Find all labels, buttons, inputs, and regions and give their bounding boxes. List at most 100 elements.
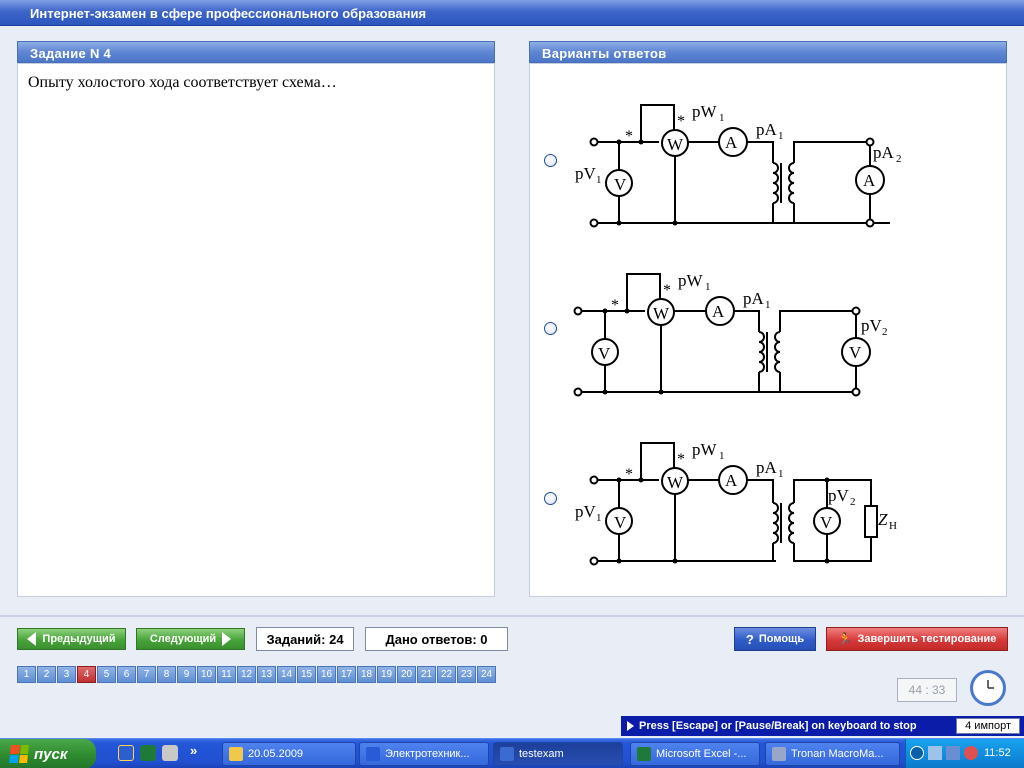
taskbar-item-macro[interactable]: Tronan MacroMa... [765, 742, 900, 766]
pager-page[interactable]: 10 [197, 666, 216, 683]
svg-text:2: 2 [850, 496, 856, 508]
voltmeter-symbol: V [614, 513, 627, 532]
svg-text:1: 1 [719, 112, 725, 124]
pager-page[interactable]: 13 [257, 666, 276, 683]
taskbar-item-word[interactable]: Электротехник... [359, 742, 489, 766]
label-pa1: pA [743, 289, 765, 308]
svg-text:1: 1 [778, 468, 784, 480]
answer-2-radio[interactable] [544, 322, 557, 335]
answer-2-circuit[interactable]: V W A V * * pW 1 pA 1 pV 2 [570, 264, 910, 404]
excel-icon [637, 747, 651, 761]
tray-media-icon[interactable] [928, 746, 942, 760]
clock-icon [970, 670, 1006, 706]
window-title-bar: Интернет-экзамен в сфере профессионально… [0, 0, 1024, 26]
label-pa2: pA [873, 143, 895, 162]
label-pv2: pV [828, 486, 850, 505]
pager-page[interactable]: 18 [357, 666, 376, 683]
pager-page[interactable]: 1 [17, 666, 36, 683]
system-tray: 11:52 [905, 739, 1024, 768]
next-button[interactable]: Следующий [136, 628, 245, 650]
pager-page[interactable]: 20 [397, 666, 416, 683]
pager-page[interactable]: 16 [317, 666, 336, 683]
pager-page[interactable]: 4 [77, 666, 96, 683]
label-pv1: pV [575, 502, 597, 521]
pager-page[interactable]: 19 [377, 666, 396, 683]
pager-page[interactable]: 12 [237, 666, 256, 683]
window-title: Интернет-экзамен в сфере профессионально… [30, 6, 427, 21]
svg-text:2: 2 [882, 326, 888, 338]
svg-text:1: 1 [596, 512, 602, 524]
timer-display: 44 : 33 [897, 678, 957, 702]
svg-text:1: 1 [778, 130, 784, 142]
help-button[interactable]: ? Помощь [734, 627, 816, 651]
quicklaunch-paint-icon[interactable] [162, 745, 178, 761]
arrow-left-icon [27, 632, 37, 646]
pager-page[interactable]: 21 [417, 666, 436, 683]
escape-badge: 4 импорт [956, 718, 1020, 734]
pager-page[interactable]: 8 [157, 666, 176, 683]
quicklaunch-ie-icon[interactable] [118, 745, 134, 761]
svg-text:2: 2 [896, 153, 902, 165]
bottom-divider [0, 615, 1024, 617]
tray-antivirus-icon[interactable] [964, 746, 978, 760]
pager-page[interactable]: 7 [137, 666, 156, 683]
taskbar-item-folder[interactable]: 20.05.2009 [222, 742, 356, 766]
pager-page[interactable]: 22 [437, 666, 456, 683]
pager-page[interactable]: 17 [337, 666, 356, 683]
answer-3-radio[interactable] [544, 492, 557, 505]
answer-1-circuit[interactable]: V W A A * * pW 1 pA 1 pV 1 pA 2 [570, 95, 910, 235]
label-pa1: pA [756, 458, 778, 477]
tray-network-icon[interactable] [946, 746, 960, 760]
pager-page[interactable]: 2 [37, 666, 56, 683]
task-panel-header: Задание N 4 [17, 41, 495, 63]
label-pa1: pA [756, 120, 778, 139]
wattmeter-symbol: W [653, 304, 670, 323]
ammeter-symbol: A [712, 302, 725, 321]
answers-panel-body [529, 63, 1007, 597]
pager-page[interactable]: 15 [297, 666, 316, 683]
taskbar-item-excel[interactable]: Microsoft Excel -... [630, 742, 760, 766]
voltmeter-symbol: V [614, 175, 627, 194]
start-button[interactable]: пуск [0, 739, 96, 768]
label-load-z: Z [878, 510, 888, 529]
answer-1-radio[interactable] [544, 154, 557, 167]
label-pw1: pW [692, 102, 718, 121]
taskbar-item-testexam[interactable]: testexam [493, 742, 623, 766]
pager-page[interactable]: 14 [277, 666, 296, 683]
wattmeter-symbol: W [667, 135, 684, 154]
pager-page[interactable]: 24 [477, 666, 496, 683]
ammeter-symbol: A [725, 471, 738, 490]
finish-button[interactable]: 🏃 Завершить тестирование [826, 627, 1008, 651]
ammeter-symbol: A [725, 133, 738, 152]
word-icon [366, 747, 380, 761]
quicklaunch-more-icon[interactable]: » [190, 743, 198, 758]
pager-page[interactable]: 9 [177, 666, 196, 683]
svg-text:*: * [625, 466, 633, 483]
help-button-label: Помощь [758, 633, 805, 645]
testexam-icon [500, 747, 514, 761]
escape-hint-bar: Press [Escape] or [Pause/Break] on keybo… [621, 716, 1024, 736]
answer-3-circuit[interactable]: V W A V * * pW 1 pA 1 pV 1 pV 2 Z H [570, 433, 910, 573]
tray-arrow-icon[interactable] [910, 746, 924, 760]
running-man-icon: 🏃 [837, 632, 853, 646]
voltmeter-2-symbol: V [849, 343, 862, 362]
pager-page[interactable]: 5 [97, 666, 116, 683]
svg-text:1: 1 [719, 450, 725, 462]
pager-page[interactable]: 23 [457, 666, 476, 683]
voltmeter-2-symbol: V [820, 513, 833, 532]
help-icon: ? [745, 631, 754, 647]
prev-button[interactable]: Предыдущий [17, 628, 126, 650]
folder-icon [229, 747, 243, 761]
pager-page[interactable]: 3 [57, 666, 76, 683]
quicklaunch-excel-icon[interactable] [140, 745, 156, 761]
prev-button-label: Предыдущий [42, 633, 116, 645]
svg-text:H: H [889, 520, 897, 532]
pager-page[interactable]: 11 [217, 666, 236, 683]
svg-text:*: * [625, 128, 633, 145]
label-pw1: pW [678, 271, 704, 290]
windows-logo-icon [9, 745, 29, 763]
pager-page[interactable]: 6 [117, 666, 136, 683]
label-pv1: pV [575, 164, 597, 183]
escape-hint-text: Press [Escape] or [Pause/Break] on keybo… [639, 720, 917, 732]
